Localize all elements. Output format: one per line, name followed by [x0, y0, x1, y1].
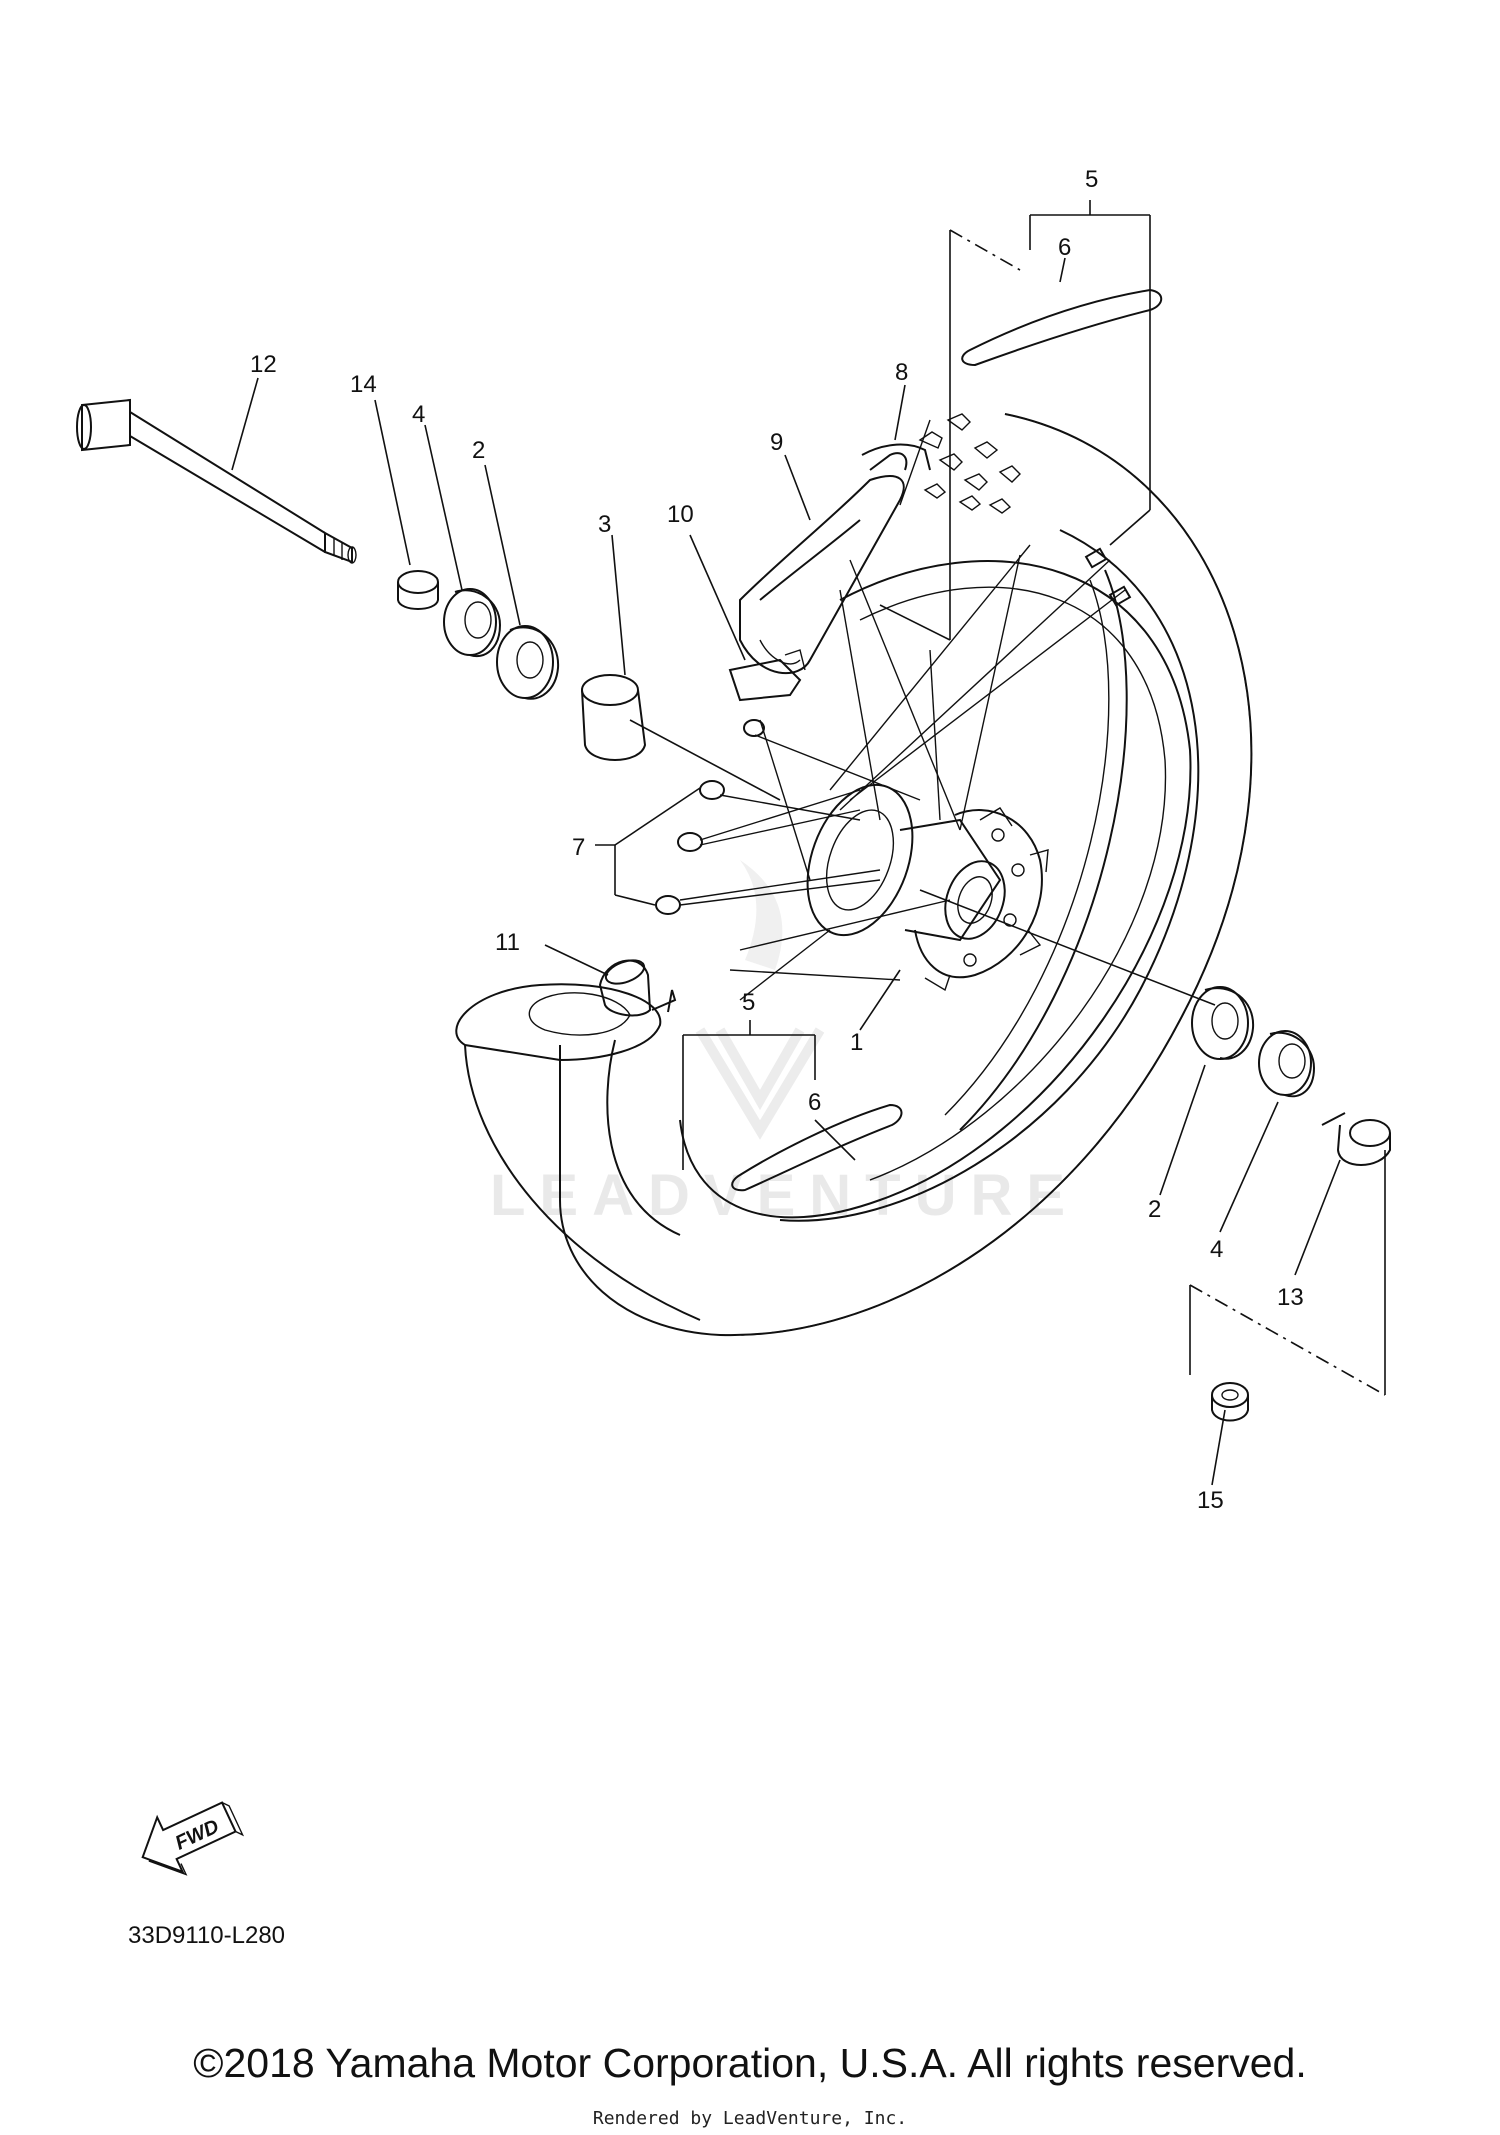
bearing-2-right	[1191, 986, 1255, 1060]
callout-labels: 5 6 8 9 10 3 12 14 4 2 7 11 5 6 1 2 4 13…	[250, 166, 1304, 1514]
callout-3: 3	[598, 511, 611, 538]
callout-1: 1	[850, 1029, 863, 1056]
diagram-code: 33D9110-L280	[128, 1922, 286, 1949]
callout-14: 14	[350, 371, 377, 398]
spacer-3	[581, 674, 647, 761]
hub	[806, 783, 1049, 992]
callout-2-left: 2	[472, 437, 485, 464]
callout-9: 9	[770, 429, 783, 456]
fwd-arrow-icon: FWD	[141, 1801, 245, 1876]
rim	[679, 560, 1192, 1219]
tire-fragment	[728, 419, 931, 702]
spokes	[655, 544, 1132, 1001]
copyright-notice: ©2018 Yamaha Motor Corporation, U.S.A. A…	[193, 2040, 1307, 2086]
callout-6-lower: 6	[808, 1089, 821, 1116]
tube-valve	[598, 959, 677, 1017]
callout-10: 10	[667, 501, 694, 528]
callout-15: 15	[1197, 1487, 1224, 1514]
callout-2-right: 2	[1148, 1196, 1161, 1223]
callout-11: 11	[495, 929, 520, 956]
rim-strip-upper	[961, 288, 1163, 367]
collar-14	[397, 570, 439, 610]
callout-4-left: 4	[412, 401, 425, 428]
leader-lines	[231, 377, 1341, 1486]
collar-13	[1321, 1112, 1391, 1166]
callout-5-upper: 5	[1085, 166, 1098, 193]
tire-tread	[918, 413, 1021, 514]
rendered-by-credit: Rendered by LeadVenture, Inc.	[592, 2108, 908, 2129]
group-brackets	[595, 200, 1386, 1396]
callout-12: 12	[250, 351, 277, 378]
bearing-2-left	[496, 625, 560, 700]
callout-5-lower: 5	[742, 989, 755, 1016]
oil-seal-4-right	[1258, 1030, 1316, 1098]
callout-13: 13	[1277, 1284, 1304, 1311]
collar-15	[1211, 1382, 1249, 1422]
rim-strip-lower	[731, 1103, 903, 1192]
callout-8: 8	[895, 359, 908, 386]
callout-7: 7	[572, 834, 585, 861]
callout-6-upper: 6	[1058, 234, 1071, 261]
callout-4-right: 4	[1210, 1236, 1223, 1263]
oil-seal-4-left	[443, 588, 502, 658]
axle	[76, 398, 357, 564]
